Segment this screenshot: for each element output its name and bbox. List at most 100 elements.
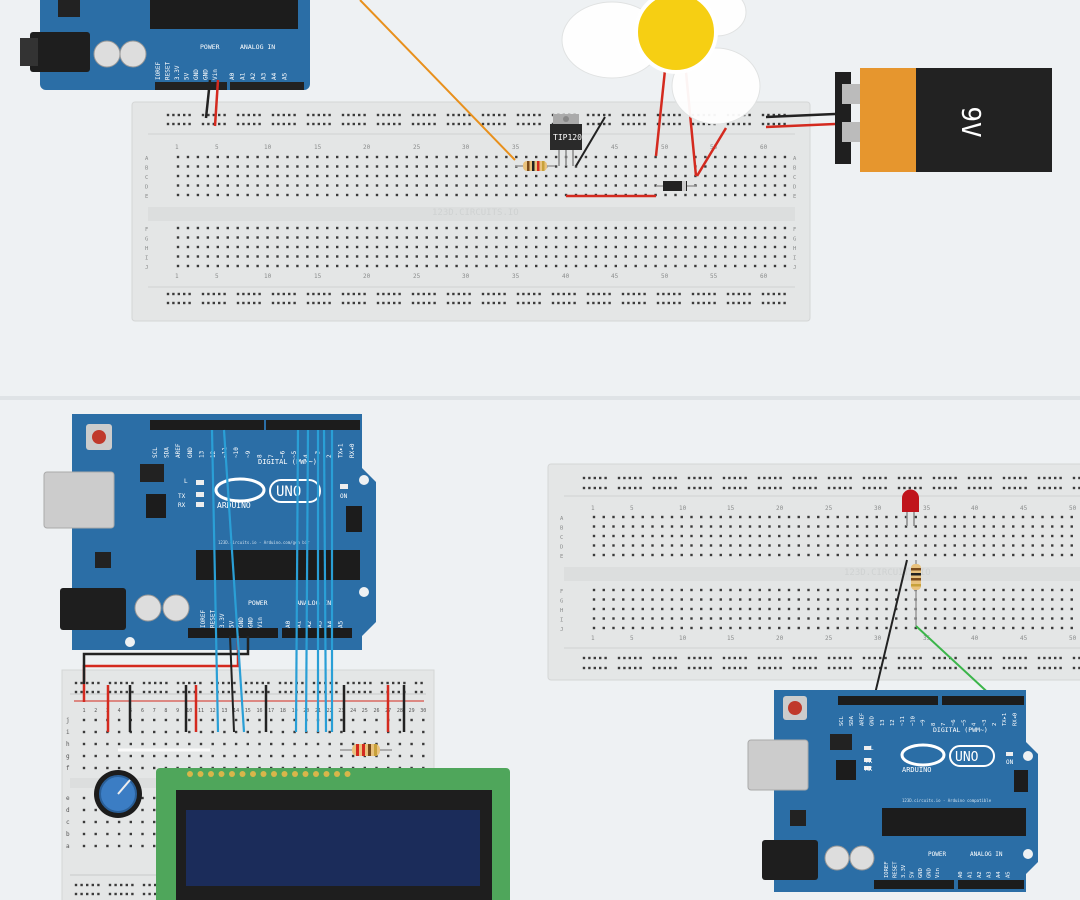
breadboard-hole bbox=[385, 245, 389, 249]
left-potentiometer[interactable] bbox=[94, 770, 142, 818]
lcd-data-wire[interactable] bbox=[294, 429, 300, 733]
rail-hole bbox=[293, 292, 296, 296]
left-lcd-module[interactable] bbox=[156, 768, 510, 900]
breadboard-hole bbox=[395, 174, 399, 178]
rail-hole bbox=[989, 476, 992, 480]
rail-hole bbox=[244, 681, 248, 685]
right-breadboard[interactable] bbox=[547, 463, 1080, 681]
rail-hole bbox=[599, 656, 602, 660]
breadboard-hole bbox=[365, 226, 369, 230]
rail-hole bbox=[533, 113, 536, 117]
rail-hole bbox=[463, 122, 466, 126]
lcd-gnd-wire[interactable] bbox=[229, 635, 235, 733]
breadboard-hole bbox=[934, 553, 937, 557]
breadboard-hole bbox=[82, 808, 86, 812]
lcd-pin bbox=[239, 771, 246, 777]
rail-hole bbox=[290, 690, 293, 694]
rail-hole bbox=[1008, 486, 1011, 490]
top-wire-red-vin[interactable] bbox=[213, 79, 220, 127]
rail-hole bbox=[702, 301, 705, 305]
breadboard-hole bbox=[584, 245, 588, 249]
lcd-data-wire[interactable] bbox=[322, 429, 328, 733]
top-arduino-board[interactable] bbox=[20, 0, 310, 90]
breadboard-hole bbox=[787, 598, 791, 601]
left-arduino-board[interactable] bbox=[43, 414, 376, 650]
rail-hole bbox=[516, 292, 520, 296]
rail-hole bbox=[868, 486, 871, 490]
breadboard-hole bbox=[783, 236, 787, 239]
breadboard-hole bbox=[604, 226, 608, 230]
breadboard-hole bbox=[94, 820, 97, 824]
rail-hole bbox=[643, 301, 646, 305]
top-wire-black-emitter[interactable] bbox=[575, 116, 606, 167]
rail-hole bbox=[522, 113, 525, 117]
top-breadboard[interactable] bbox=[131, 101, 811, 322]
breadboard-hole bbox=[1060, 598, 1064, 601]
top-wire-orange-signal[interactable] bbox=[359, 0, 516, 161]
breadboard-hole bbox=[276, 226, 279, 230]
top-transistor[interactable] bbox=[550, 114, 582, 166]
rail-hole bbox=[838, 486, 841, 490]
rail-hole bbox=[868, 666, 871, 670]
breadboard-hole bbox=[836, 544, 839, 547]
rail-hole bbox=[278, 690, 282, 694]
top-wire-black-battery[interactable] bbox=[765, 112, 836, 119]
breadboard-hole bbox=[875, 534, 878, 538]
right-led[interactable] bbox=[902, 489, 919, 527]
breadboard-hole bbox=[734, 174, 737, 178]
breadboard-hole bbox=[410, 766, 413, 770]
top-resistor[interactable] bbox=[515, 161, 555, 171]
breadboard-hole bbox=[234, 742, 238, 746]
top-wire-red-motor1[interactable] bbox=[654, 69, 667, 157]
lcd-data-wire[interactable] bbox=[210, 429, 220, 733]
right-l-label: L bbox=[870, 745, 874, 752]
lcd-pin bbox=[208, 771, 214, 777]
lcd-pin bbox=[323, 771, 330, 777]
right-wire-green-signal[interactable] bbox=[915, 625, 997, 701]
breadboard-hole bbox=[624, 174, 627, 178]
column-number: 16 bbox=[256, 708, 262, 714]
rail-hole bbox=[154, 690, 157, 694]
left-resistor[interactable] bbox=[340, 744, 392, 756]
column-number: 50 bbox=[1069, 635, 1077, 642]
top-diode[interactable] bbox=[656, 181, 696, 191]
rail-hole bbox=[884, 666, 887, 670]
breadboard-hole bbox=[661, 534, 664, 538]
rail-hole bbox=[599, 666, 602, 670]
breadboard-hole bbox=[445, 255, 448, 258]
rail-hole bbox=[973, 656, 976, 660]
rail-hole bbox=[1002, 666, 1006, 670]
top-wire-red-battery[interactable] bbox=[765, 122, 836, 129]
right-resistor[interactable] bbox=[911, 560, 921, 626]
analog-pin-label: A2 bbox=[306, 620, 313, 628]
column-number: 28 bbox=[397, 708, 403, 714]
breadboard-hole bbox=[405, 245, 409, 249]
top-battery-9v[interactable] bbox=[835, 68, 1052, 172]
breadboard-hole bbox=[106, 844, 109, 848]
breadboard-hole bbox=[661, 617, 664, 620]
lcd-data-wire[interactable] bbox=[304, 429, 310, 733]
breadboard-hole bbox=[505, 174, 508, 178]
breadboard-hole bbox=[924, 588, 927, 592]
top-motor-fan[interactable] bbox=[561, 0, 761, 125]
breadboard-hole bbox=[654, 174, 657, 178]
row-letter: I bbox=[145, 256, 148, 262]
left-wire-black-gnd[interactable] bbox=[82, 636, 250, 684]
top-wire-red-diode[interactable] bbox=[695, 127, 728, 177]
breadboard-hole bbox=[186, 184, 190, 187]
rail-hole bbox=[783, 122, 786, 126]
rail-hole bbox=[376, 301, 380, 305]
top-wire-black-gnd[interactable] bbox=[204, 79, 212, 119]
right-arduino-board[interactable] bbox=[747, 690, 1038, 892]
column-number: 15 bbox=[727, 505, 735, 512]
right-wire-black-gnd[interactable] bbox=[873, 559, 908, 699]
breadboard-hole bbox=[211, 754, 214, 758]
breadboard-hole bbox=[186, 264, 190, 268]
rail-hole bbox=[617, 666, 621, 670]
lcd-data-wire[interactable] bbox=[222, 429, 246, 733]
rail-hole bbox=[253, 292, 256, 296]
column-number: 35 bbox=[512, 144, 520, 151]
rail-hole bbox=[708, 301, 711, 305]
breadboard-hole bbox=[176, 754, 179, 758]
breadboard-hole bbox=[714, 174, 717, 178]
